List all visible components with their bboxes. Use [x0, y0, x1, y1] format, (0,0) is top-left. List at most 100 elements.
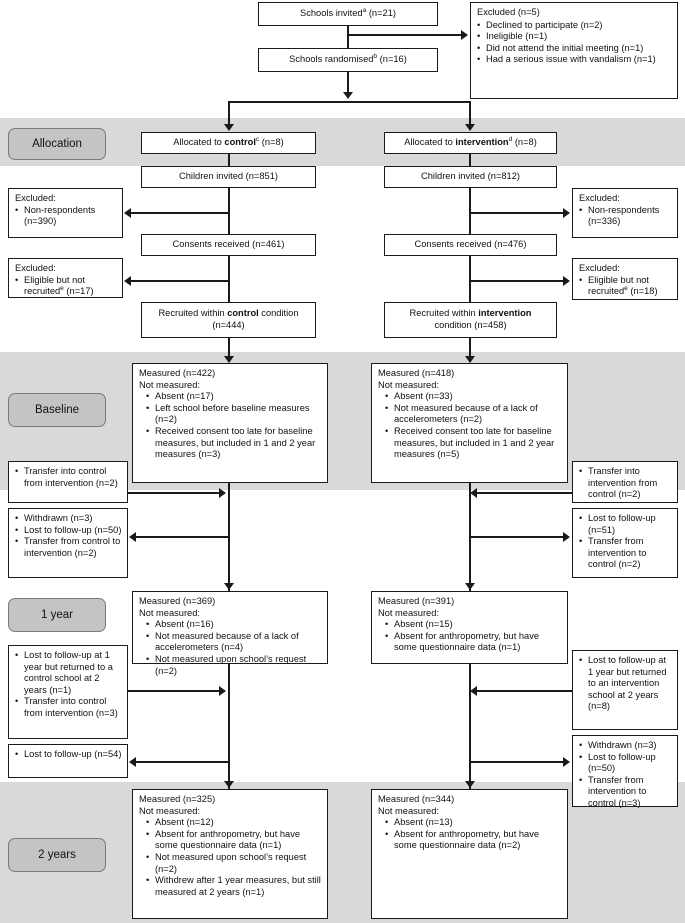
list-item: Ineligible (n=1) — [477, 31, 672, 43]
list-item: Absent for anthropometry, but have some … — [385, 829, 562, 852]
connector-control-baseline-year1 — [228, 483, 231, 591]
connector-control-invited-consents — [228, 188, 231, 234]
list-item: Absent (n=15) — [385, 619, 562, 631]
arrow-split-right — [465, 124, 475, 131]
connector-control-to-excluded2 — [131, 280, 229, 283]
arrow-intervention-returners — [470, 686, 477, 696]
box-schools-randomised: Schools randomisedb (n=16) — [258, 48, 438, 72]
box-allocated-intervention: Allocated to interventiond (n=8) — [384, 132, 557, 154]
intervention-recruited-strong: intervention — [478, 308, 532, 319]
connector-intervention-alloc-invited — [469, 154, 472, 166]
intervention-returners-list: Lost to follow-up at 1 year but returned… — [579, 655, 672, 713]
control-excluded2-list: Eligible but not recruitede (n=17) — [15, 275, 117, 298]
excluded-schools-title: Excluded (n=5) — [477, 7, 540, 17]
box-control-baseline: Measured (n=422) Not measured: Absent (n… — [132, 363, 328, 483]
intervention-year2-measured: Measured (n=344) — [378, 794, 455, 804]
box-control-returners-year2: Lost to follow-up at 1 year but returned… — [8, 645, 128, 739]
excluded-schools-list: Declined to participate (n=2) Ineligible… — [477, 20, 672, 66]
allocated-control-strong: control — [224, 137, 256, 148]
box-control-year1: Measured (n=369) Not measured: Absent (n… — [132, 591, 328, 676]
box-intervention-year1: Measured (n=391) Not measured: Absent (n… — [371, 591, 568, 664]
intervention-losses-year2-list: Withdrawn (n=3) Lost to follow-up (n=50)… — [579, 740, 672, 810]
list-item: Received consent too late for baseline m… — [385, 426, 562, 461]
control-year1-measured: Measured (n=369) — [139, 596, 216, 606]
band-allocation — [0, 118, 685, 166]
list-item: Absent (n=12) — [146, 817, 322, 829]
box-control-consents: Consents received (n=461) — [141, 234, 316, 256]
intervention-year2-list: Absent (n=13) Absent for anthropometry, … — [378, 817, 562, 852]
schools-randomised-footnote: b — [373, 53, 378, 61]
list-item: Not measured upon school’s request (n=2) — [146, 852, 322, 875]
control-baseline-notmeasured: Not measured: — [139, 379, 200, 390]
control-losses-year1-list: Withdrawn (n=3) Lost to follow-up (n=50)… — [15, 513, 122, 559]
list-item: Absent (n=13) — [385, 817, 562, 829]
connector-split-right — [469, 101, 472, 127]
connector-intervention-year1-year2 — [469, 664, 472, 789]
arrow-control-returners — [219, 686, 226, 696]
control-children-invited-text: Children invited (n=851) — [179, 171, 278, 182]
list-item: Absent (n=16) — [146, 619, 322, 631]
arrow-transfer-in-control — [219, 488, 226, 498]
control-baseline-list: Absent (n=17) Left school before baselin… — [139, 391, 322, 461]
arrow-control-year2 — [224, 781, 234, 788]
arrow-control-losses-year1 — [129, 532, 136, 542]
box-intervention-returners-year2: Lost to follow-up at 1 year but returned… — [572, 650, 678, 730]
connector-control-year1-year2 — [228, 664, 231, 789]
stage-label-baseline: Baseline — [8, 393, 106, 427]
list-item: Withdrew after 1 year measures, but stil… — [146, 875, 322, 898]
intervention-recruited-n: condition (n=458) — [434, 320, 507, 330]
schools-invited-footnote: a — [362, 7, 367, 15]
intervention-excluded2-footnote: e — [624, 285, 628, 293]
list-item: Lost to follow-up at 1 year but returned… — [579, 655, 672, 713]
intervention-consents-text: Consents received (n=476) — [414, 239, 527, 250]
list-item: Received consent too late for baseline m… — [146, 426, 322, 461]
list-item: Lost to follow-up at 1 year but returned… — [15, 650, 122, 696]
box-intervention-excluded-nonrespondents: Excluded: Non-respondents (n=336) — [572, 188, 678, 238]
connector-intervention-to-excluded1 — [469, 212, 564, 215]
list-item: Transfer into control from intervention … — [15, 466, 122, 489]
arrow-intervention-excluded1 — [563, 208, 570, 218]
allocated-intervention-footnote: d — [508, 136, 513, 144]
intervention-transfer-in-list: Transfer into intervention from control … — [579, 466, 672, 501]
box-excluded-schools: Excluded (n=5) Declined to participate (… — [470, 2, 678, 99]
arrow-intervention-losses-year2 — [563, 757, 570, 767]
box-control-excluded-eligible: Excluded: Eligible but not recruitede (n… — [8, 258, 123, 298]
connector-split-horizontal — [228, 101, 471, 104]
connector-control-alloc-invited — [228, 154, 231, 166]
control-excluded2-post: (n=17) — [63, 286, 94, 297]
control-year1-list: Absent (n=16) Not measured because of a … — [139, 619, 322, 677]
box-intervention-losses-year1: Lost to follow-up (n=51) Transfer from i… — [572, 508, 678, 578]
list-item: Eligible but not recruitede (n=18) — [579, 275, 672, 298]
list-item: Left school before baseline measures (n=… — [146, 403, 322, 426]
list-item: Non-respondents (n=390) — [15, 205, 117, 228]
control-excluded2-footnote: e — [60, 285, 64, 293]
intervention-excluded2-pre: Eligible but not recruited — [588, 274, 649, 297]
control-excluded1-list: Non-respondents (n=390) — [15, 205, 117, 228]
stage-label-allocation: Allocation — [8, 128, 106, 160]
list-item: Absent (n=17) — [146, 391, 322, 403]
box-intervention-excluded-eligible: Excluded: Eligible but not recruitede (n… — [572, 258, 678, 300]
list-item: Absent for anthropometry, but have some … — [146, 829, 322, 852]
connector-intervention-losses-year1 — [469, 536, 564, 539]
allocated-intervention-post: (n=8) — [512, 137, 537, 148]
allocated-control-post: (n=8) — [259, 137, 284, 148]
box-intervention-consents: Consents received (n=476) — [384, 234, 557, 256]
stage-label-year2: 2 years — [8, 838, 106, 872]
intervention-excluded2-title: Excluded: — [579, 263, 620, 273]
connector-invited-to-randomised — [347, 26, 350, 48]
intervention-recruited-pre: Recruited within — [409, 308, 479, 319]
intervention-year1-notmeasured: Not measured: — [378, 607, 439, 618]
arrow-control-excluded2 — [124, 276, 131, 286]
control-recruited-strong: control — [227, 308, 259, 319]
list-item: Lost to follow-up (n=50) — [579, 752, 672, 775]
list-item: Lost to follow-up (n=51) — [579, 513, 672, 536]
control-returners-list: Lost to follow-up at 1 year but returned… — [15, 650, 122, 720]
list-item: Non-respondents (n=336) — [579, 205, 672, 228]
arrow-control-year1 — [224, 583, 234, 590]
connector-control-losses-year2 — [136, 761, 229, 764]
arrow-control-losses-year2 — [129, 757, 136, 767]
box-control-losses-year2: Lost to follow-up (n=54) — [8, 744, 128, 778]
box-schools-invited: Schools inviteda (n=21) — [258, 2, 438, 26]
intervention-losses-year1-list: Lost to follow-up (n=51) Transfer from i… — [579, 513, 672, 571]
